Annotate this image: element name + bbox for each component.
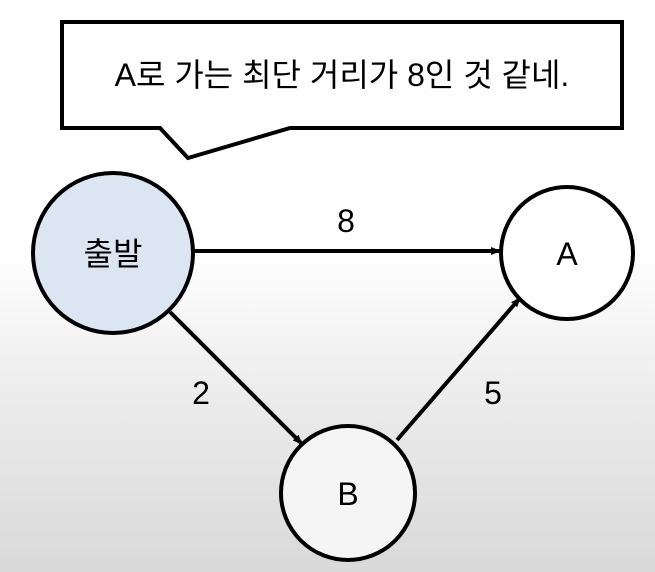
edge-b-to-a-arrow bbox=[395, 296, 522, 442]
node-start: 출발 bbox=[31, 171, 195, 335]
node-b: B bbox=[279, 424, 417, 562]
node-b-label: B bbox=[337, 476, 358, 512]
speech-bubble: A로 가는 최단 거리가 8인 것 같네. bbox=[60, 20, 624, 161]
node-a-circle bbox=[499, 185, 635, 321]
edge-start-to-b-arrow bbox=[168, 310, 304, 446]
node-start-circle bbox=[31, 171, 195, 335]
speech-bubble-shape bbox=[60, 20, 624, 161]
node-b-circle bbox=[279, 424, 417, 562]
node-a: A bbox=[499, 185, 635, 321]
edge-start-to-b-weight: 2 bbox=[192, 375, 210, 411]
edge-start-to-a: 8 bbox=[194, 203, 501, 255]
edge-b-to-a-weight: 5 bbox=[484, 375, 502, 411]
edge-start-to-b: 2 bbox=[168, 310, 304, 446]
edge-b-to-a: 5 bbox=[395, 296, 522, 442]
speech-bubble-text: A로 가는 최단 거리가 8인 것 같네. bbox=[115, 57, 570, 93]
node-start-label: 출발 bbox=[84, 236, 143, 272]
edge-start-to-a-weight: 8 bbox=[337, 203, 355, 239]
node-a-label: A bbox=[556, 236, 578, 272]
